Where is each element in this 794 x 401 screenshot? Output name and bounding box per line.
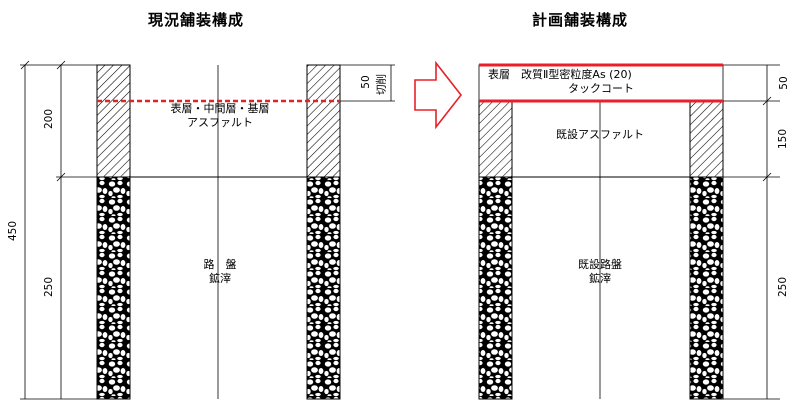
left-base-label-line1: 路 盤 xyxy=(203,258,237,271)
left-asphalt-hatch-right xyxy=(306,64,341,178)
right-dim-base-text: 250 xyxy=(777,276,789,298)
right-dim-tick xyxy=(762,96,772,106)
right-surface-label: 表層 改質Ⅱ型密粒度As (20) タックコート xyxy=(484,68,718,96)
right-existing-asphalt-label: 既設アスファルト xyxy=(556,128,644,141)
right-asphalt-hatch-left xyxy=(478,100,513,178)
left-asphalt-label-line2: アスファルト xyxy=(187,116,253,129)
left-cut-label: 切削 xyxy=(375,74,388,95)
left-dim-asphalt-text: 200 xyxy=(43,108,55,130)
right-dim-surface-text: 50 xyxy=(778,76,790,90)
left-asphalt-label: 表層・中間層・基層 アスファルト xyxy=(140,102,300,130)
left-structure xyxy=(20,60,395,400)
right-surface-label-line2: タックコート xyxy=(568,82,634,95)
right-base-label-line2: 鉱滓 xyxy=(589,272,611,285)
right-base-label: 既設路盤 鉱滓 xyxy=(540,258,660,286)
left-dim-tick xyxy=(56,172,66,182)
right-title: 計画舗装構成 xyxy=(532,11,629,29)
right-arrow-icon xyxy=(414,60,463,130)
right-dim-existing-asphalt-text: 150 xyxy=(777,128,789,150)
left-base-gravel-right xyxy=(306,176,341,400)
left-dim-cut-text: 50 xyxy=(360,75,372,89)
right-base-label-line1: 既設路盤 xyxy=(578,258,622,271)
right-base-gravel-left xyxy=(478,176,513,400)
right-base-gravel-right xyxy=(689,176,724,400)
left-dim-base-text: 250 xyxy=(43,276,55,298)
left-dim-total-text: 450 xyxy=(7,220,19,242)
right-surface-layer xyxy=(478,64,724,102)
left-dim-tick xyxy=(56,60,66,70)
left-dim-tick xyxy=(20,60,30,70)
left-asphalt-hatch-left xyxy=(96,64,131,178)
right-dim-tick xyxy=(762,172,772,182)
left-title: 現況舗装構成 xyxy=(148,11,245,29)
left-asphalt-label-line1: 表層・中間層・基層 xyxy=(170,102,270,115)
left-base-label: 路 盤 鉱滓 xyxy=(160,258,280,286)
left-base-gravel-left xyxy=(96,176,131,400)
right-asphalt-hatch-right xyxy=(689,100,724,178)
right-structure xyxy=(478,63,780,400)
left-base-label-line2: 鉱滓 xyxy=(209,272,231,285)
right-surface-label-line1: 表層 改質Ⅱ型密粒度As (20) xyxy=(488,68,632,81)
